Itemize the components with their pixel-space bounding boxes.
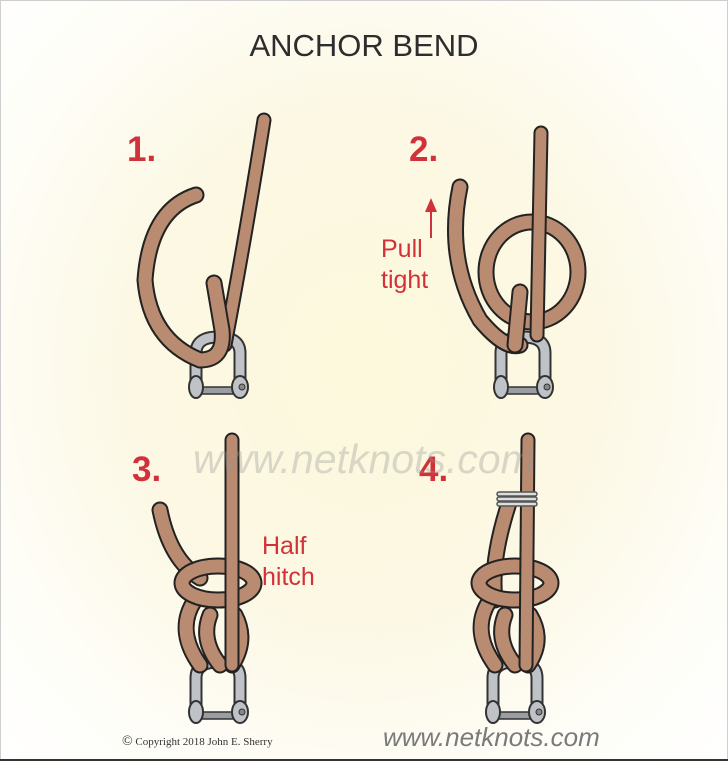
copyright: © Copyright 2018 John E. Sherry xyxy=(122,734,273,750)
watermark: www.netknots.com xyxy=(193,436,535,482)
copyright-icon: © xyxy=(122,734,133,749)
half-hitch-label: Half hitch xyxy=(262,531,315,593)
copyright-text: Copyright 2018 John E. Sherry xyxy=(135,736,273,748)
step2-illustration xyxy=(425,125,587,398)
step1-illustration xyxy=(136,112,272,398)
step-number-2: 2. xyxy=(409,130,439,169)
bottom-divider xyxy=(0,759,728,761)
step-number-3: 3. xyxy=(132,450,162,489)
label-line: tight xyxy=(381,266,429,294)
label-line: Pull xyxy=(381,235,423,263)
website-link[interactable]: www.netknots.com xyxy=(383,722,600,752)
page-title: ANCHOR BEND xyxy=(249,28,479,63)
label-line: hitch xyxy=(262,563,315,591)
step3-illustration xyxy=(151,432,263,723)
label-line: Half xyxy=(262,532,307,560)
step4-illustration xyxy=(470,432,560,723)
pull-tight-label: Pull tight xyxy=(381,234,428,296)
step-number-1: 1. xyxy=(127,130,157,169)
seizing-wrap xyxy=(496,491,538,507)
step-number-4: 4. xyxy=(419,450,449,489)
